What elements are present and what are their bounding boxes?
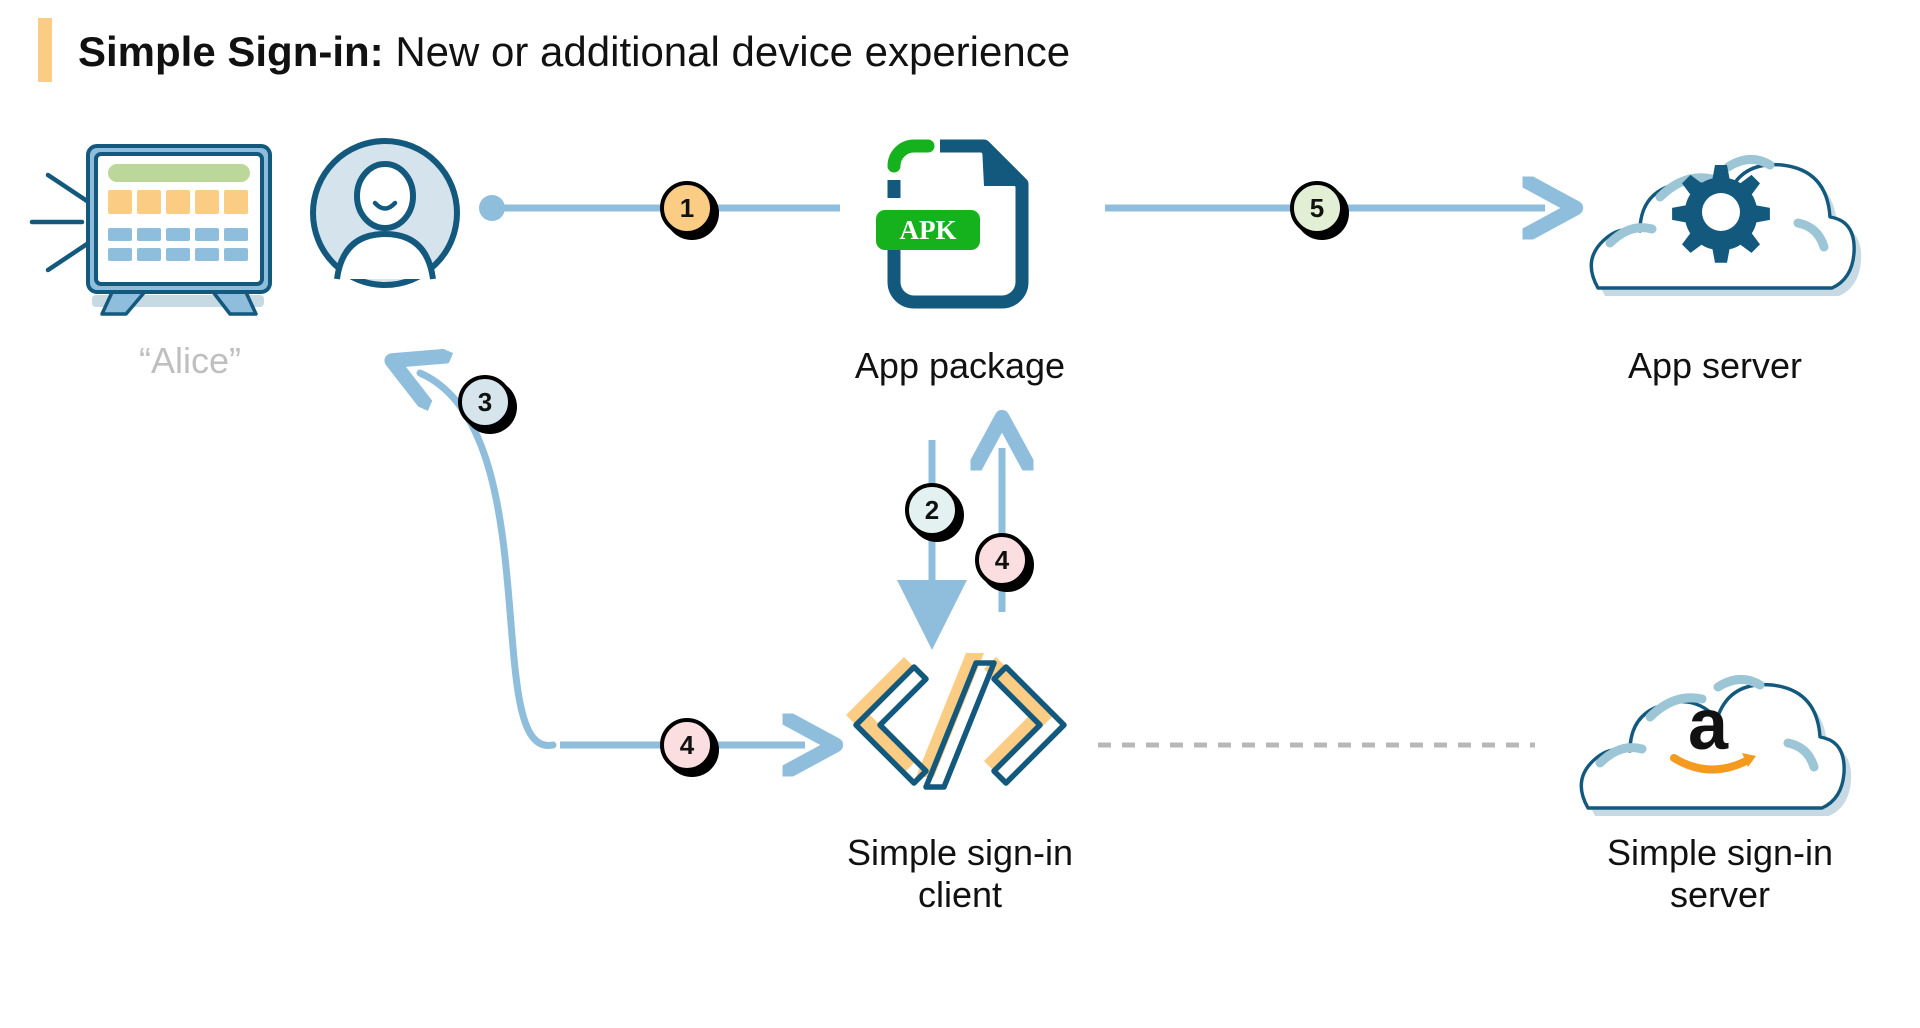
step-badge-3[interactable]: 3 bbox=[458, 375, 512, 429]
apk-green-corner bbox=[887, 139, 935, 173]
page-title-bold: Simple Sign-in: bbox=[78, 28, 384, 75]
page-title-regular: New or additional device experience bbox=[383, 28, 1071, 75]
amazon-wordmark-a: a bbox=[1688, 685, 1729, 765]
amazon-smile-icon bbox=[1670, 754, 1752, 774]
app-package-label: App package bbox=[854, 345, 1066, 386]
apk-badge-text: APK bbox=[900, 215, 957, 245]
page-title: Simple Sign-in: New or additional device… bbox=[78, 24, 1070, 80]
step1-origin-dot bbox=[479, 195, 505, 221]
signin-client-label: Simple sign-in client bbox=[846, 832, 1074, 915]
cloud-gear-icon bbox=[1589, 155, 1862, 296]
title-accent-bar bbox=[38, 18, 52, 82]
apk-badge bbox=[876, 210, 980, 250]
step-badge-4[interactable]: 4 bbox=[660, 718, 714, 772]
apk-file-icon: APK bbox=[876, 139, 1029, 309]
step-badge-1[interactable]: 1 bbox=[660, 181, 714, 235]
cloud-amazon-icon: a bbox=[1579, 675, 1852, 816]
code-brackets-icon bbox=[846, 653, 1067, 790]
step-badge-2[interactable]: 2 bbox=[905, 483, 959, 537]
step-badge-4b[interactable]: 4 bbox=[975, 533, 1029, 587]
user-avatar-icon bbox=[310, 138, 460, 288]
signin-server-label: Simple sign-in server bbox=[1606, 832, 1834, 915]
alice-label: “Alice” bbox=[138, 340, 241, 381]
app-server-label: App server bbox=[1627, 345, 1803, 386]
tv-device-icon bbox=[29, 144, 272, 316]
step-badge-5[interactable]: 5 bbox=[1290, 181, 1344, 235]
